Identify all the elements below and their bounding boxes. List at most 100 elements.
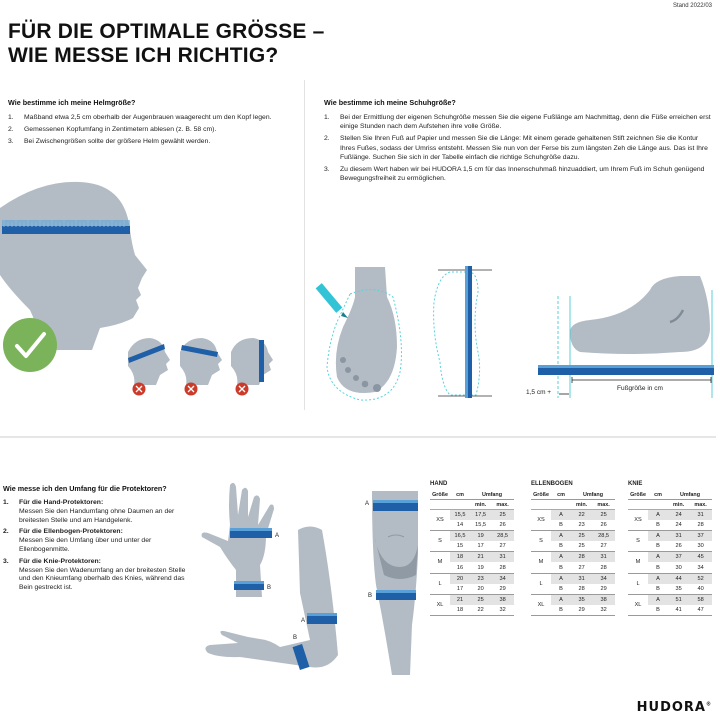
cm-cell: A bbox=[551, 573, 571, 584]
cm-cell: B bbox=[551, 583, 571, 595]
max-cell: 29 bbox=[592, 583, 615, 595]
max-cell: 28 bbox=[491, 562, 514, 574]
min-cell: 35 bbox=[668, 583, 690, 595]
min-cell: 51 bbox=[668, 594, 690, 605]
max-cell: 38 bbox=[491, 594, 514, 605]
cm-cell: 20 bbox=[450, 573, 470, 584]
cm-cell: 15,5 bbox=[450, 509, 470, 521]
protector-step: 2.Für die Ellenbogen-Protektoren:Messen … bbox=[3, 528, 152, 553]
head-measure-illustration bbox=[0, 181, 273, 396]
protectors-steps: 1.Für die Hand-Protektoren:Messen Sie de… bbox=[3, 499, 193, 596]
x-circle-icon bbox=[235, 382, 249, 396]
foot-length-illustration bbox=[433, 266, 492, 398]
min-cell: 29 bbox=[571, 604, 593, 616]
cm-cell: 18 bbox=[450, 551, 470, 563]
max-cell: 58 bbox=[689, 594, 712, 605]
max-cell: 26 bbox=[491, 520, 514, 532]
cm-cell: 17 bbox=[450, 583, 470, 595]
version-stamp: Stand 2022/03 bbox=[672, 3, 712, 9]
cm-cell: 16 bbox=[450, 562, 470, 574]
max-cell: 45 bbox=[689, 551, 712, 563]
cm-cell: B bbox=[648, 604, 668, 616]
wrong-head-2 bbox=[180, 338, 222, 385]
svg-text:B: B bbox=[293, 635, 297, 641]
min-cell: 15,5 bbox=[470, 520, 492, 532]
cm-cell: 15 bbox=[450, 541, 470, 553]
helmet-step: 2.Gemessenen Kopfumfang in Zentimetern a… bbox=[8, 126, 217, 134]
max-cell: 37 bbox=[689, 530, 712, 542]
svg-text:A: A bbox=[365, 501, 369, 507]
extra-length-label: 1,5 cm + bbox=[526, 389, 552, 396]
max-cell: 27 bbox=[491, 541, 514, 553]
cm-cell: B bbox=[648, 583, 668, 595]
x-circle-icon bbox=[132, 382, 146, 396]
hudora-logo: HUDORA® bbox=[636, 700, 712, 715]
pencil-icon bbox=[315, 283, 348, 318]
max-cell: 26 bbox=[592, 520, 615, 532]
cm-cell: B bbox=[551, 562, 571, 574]
min-cell: 31 bbox=[571, 573, 593, 584]
max-cell: 52 bbox=[689, 573, 712, 584]
cm-cell: B bbox=[648, 541, 668, 553]
max-cell: 40 bbox=[689, 583, 712, 595]
cm-cell: B bbox=[551, 520, 571, 532]
size-cell: M bbox=[531, 551, 551, 574]
size-cell: L bbox=[628, 573, 648, 595]
min-cell: 31 bbox=[668, 530, 690, 542]
shoe-step: 1.Bei der Ermittlung der eigenen Schuhgr… bbox=[324, 114, 711, 131]
max-cell: 30 bbox=[689, 541, 712, 553]
cm-cell: A bbox=[551, 594, 571, 605]
cm-cell: A bbox=[648, 509, 668, 521]
min-cell: 44 bbox=[668, 573, 690, 584]
wrong-head-3 bbox=[231, 338, 273, 385]
vertical-divider bbox=[304, 80, 305, 410]
size-cell: M bbox=[628, 551, 648, 574]
wrong-head-1 bbox=[128, 338, 170, 385]
cm-cell: B bbox=[551, 604, 571, 616]
min-cell: 26 bbox=[668, 541, 690, 553]
max-cell: 34 bbox=[592, 573, 615, 584]
size-cell: XS bbox=[531, 509, 551, 532]
size-cell: L bbox=[531, 573, 551, 595]
min-cell: 25 bbox=[571, 530, 593, 542]
min-cell: 37 bbox=[668, 551, 690, 563]
size-cell: L bbox=[430, 573, 450, 595]
max-cell: 32 bbox=[491, 604, 514, 616]
helmet-heading: Wie bestimme ich meine Helmgröße? bbox=[8, 98, 136, 107]
min-cell: 17 bbox=[470, 541, 492, 553]
max-cell: 31 bbox=[592, 551, 615, 563]
cm-cell: A bbox=[648, 530, 668, 542]
max-cell: 27 bbox=[592, 541, 615, 553]
size-cell: S bbox=[628, 530, 648, 553]
min-cell: 35 bbox=[571, 594, 593, 605]
size-cell: S bbox=[531, 530, 551, 553]
min-cell: 19 bbox=[470, 530, 492, 542]
cm-cell: A bbox=[551, 530, 571, 542]
min-cell: 24 bbox=[668, 509, 690, 521]
x-circle-icon bbox=[184, 382, 198, 396]
min-cell: 25 bbox=[571, 541, 593, 553]
max-cell: 38 bbox=[592, 594, 615, 605]
min-cell: 30 bbox=[668, 562, 690, 574]
size-cell: XS bbox=[628, 509, 648, 532]
title-line-1: FÜR DIE OPTIMALE GRÖSSE – bbox=[8, 20, 325, 43]
helmet-steps: 1.Maßband etwa 2,5 cm oberhalb der Augen… bbox=[8, 113, 278, 150]
cm-cell: A bbox=[551, 509, 571, 521]
size-cell: XL bbox=[531, 594, 551, 616]
max-cell: 29 bbox=[491, 583, 514, 595]
check-circle-icon bbox=[3, 318, 57, 372]
